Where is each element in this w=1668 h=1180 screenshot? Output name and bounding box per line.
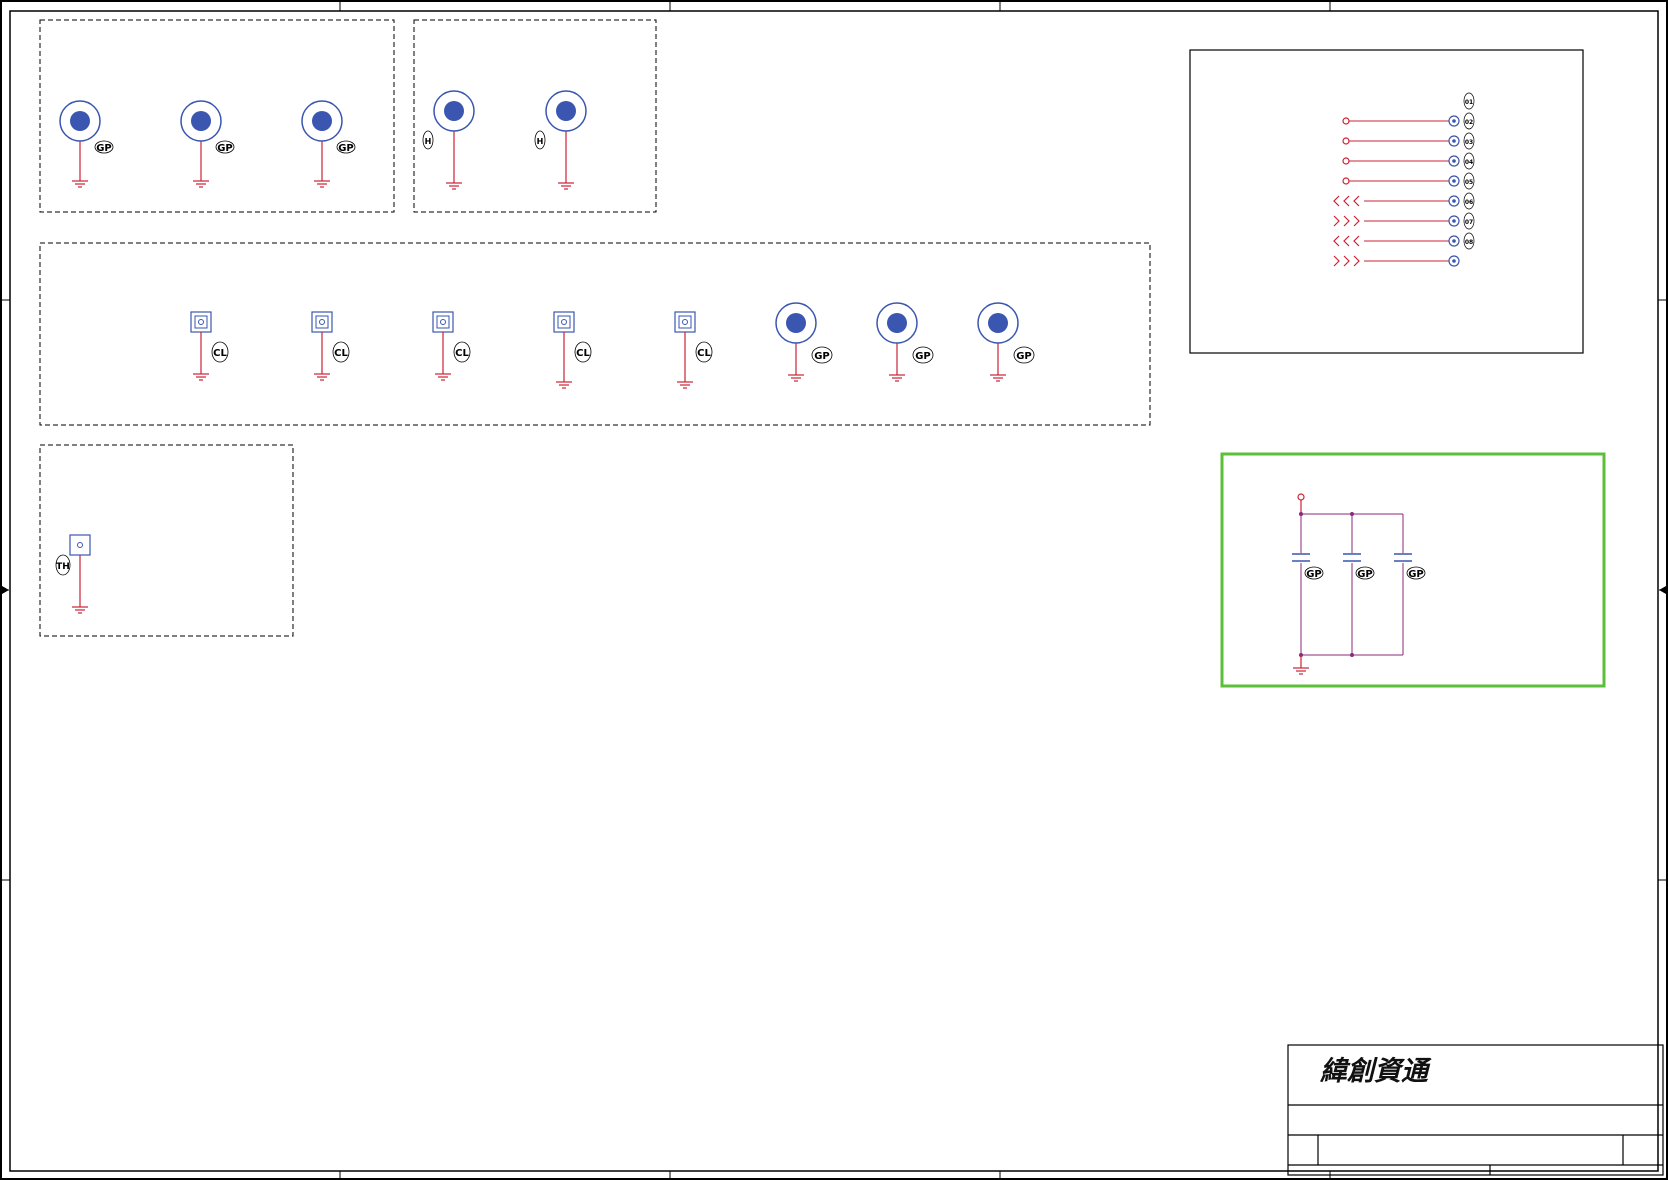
capacitor — [1394, 553, 1412, 562]
title-block — [1287, 1044, 1664, 1176]
connector-row — [1333, 255, 1460, 267]
group-2-labels: H H — [422, 130, 546, 150]
connector-row — [1342, 155, 1460, 167]
test-pad — [311, 311, 333, 374]
cap-label: GP — [1357, 569, 1373, 580]
cap-label: GP — [1408, 569, 1424, 580]
pad-label: CL — [334, 348, 348, 359]
mounting-hole — [977, 302, 1019, 375]
mounting-hole — [433, 90, 475, 183]
pin-label: 03 — [1465, 139, 1473, 146]
highlight-box — [1220, 452, 1606, 688]
connector-row — [1342, 175, 1460, 187]
hole-label: GP — [338, 143, 354, 154]
pin-label: 07 — [1465, 219, 1473, 226]
group-3-box — [39, 242, 1151, 426]
hole-label: H — [425, 137, 432, 146]
mounting-hole — [876, 302, 918, 375]
connector-pin-labels: 01 02 03 04 05 06 07 08 — [1463, 92, 1475, 250]
connector-row — [1342, 135, 1460, 147]
capacitor — [1343, 553, 1361, 562]
hole-label: GP — [1016, 351, 1032, 362]
connector-row — [1333, 235, 1460, 247]
pin-label: 08 — [1465, 239, 1473, 246]
hole-label: GP — [915, 351, 931, 362]
group-1-box — [39, 19, 395, 213]
pin-label: 05 — [1465, 179, 1473, 186]
ground-symbol — [677, 381, 693, 389]
group-1-labels: GP GP GP — [94, 140, 356, 154]
group-2-box — [413, 19, 657, 213]
hole-label: GP — [217, 143, 233, 154]
ground-symbol — [556, 381, 572, 389]
ground-symbol — [558, 182, 574, 190]
pad-label: TH — [56, 562, 70, 572]
ground-symbol — [72, 606, 88, 614]
test-pad — [674, 311, 696, 382]
mounting-hole — [775, 302, 817, 375]
pad-label: CL — [576, 348, 590, 359]
ground-symbol — [788, 374, 804, 382]
group-4-labels: TH — [55, 554, 71, 576]
hole-label: GP — [96, 143, 112, 154]
mounting-hole — [180, 100, 222, 181]
mounting-hole — [59, 100, 101, 181]
pin-label: 04 — [1465, 159, 1473, 166]
connector-box — [1189, 49, 1584, 354]
ground-symbol — [1293, 667, 1309, 675]
connector-row — [1342, 115, 1460, 127]
ground-symbol — [72, 180, 88, 188]
connector-block: 01 02 03 04 05 06 07 08 — [1189, 49, 1584, 354]
test-pad — [432, 311, 454, 374]
ground-symbol — [990, 374, 1006, 382]
ground-symbol — [193, 180, 209, 188]
group-4-box — [39, 444, 294, 637]
decoupling-cap-block: GP GP GP — [1220, 452, 1606, 688]
company-logo-text: 緯創資通 — [1319, 1056, 1432, 1087]
test-pad — [553, 311, 575, 382]
capacitor — [1292, 553, 1310, 562]
pin-label: 01 — [1465, 99, 1473, 106]
connector-row — [1333, 215, 1460, 227]
pad-label: CL — [697, 348, 711, 359]
ground-symbol — [435, 373, 451, 381]
ground-symbol — [314, 180, 330, 188]
power-pin — [1297, 493, 1305, 501]
ground-symbol — [446, 182, 462, 190]
pin-label: 02 — [1465, 119, 1473, 126]
ground-symbol — [889, 374, 905, 382]
group-3-labels: CL CL CL CL CL GP GP GP — [211, 341, 1035, 364]
group-boxes — [39, 19, 1151, 637]
connector-row — [1333, 195, 1460, 207]
ground-symbol — [193, 373, 209, 381]
test-pad — [69, 534, 91, 607]
hole-label: H — [537, 137, 544, 146]
pad-label: CL — [213, 348, 227, 359]
mounting-hole — [301, 100, 343, 181]
pin-label: 06 — [1465, 199, 1473, 206]
ground-symbol — [314, 373, 330, 381]
test-pad — [190, 311, 212, 374]
cap-label: GP — [1306, 569, 1322, 580]
mounting-hole — [545, 90, 587, 183]
pad-label: CL — [455, 348, 469, 359]
hole-label: GP — [814, 351, 830, 362]
